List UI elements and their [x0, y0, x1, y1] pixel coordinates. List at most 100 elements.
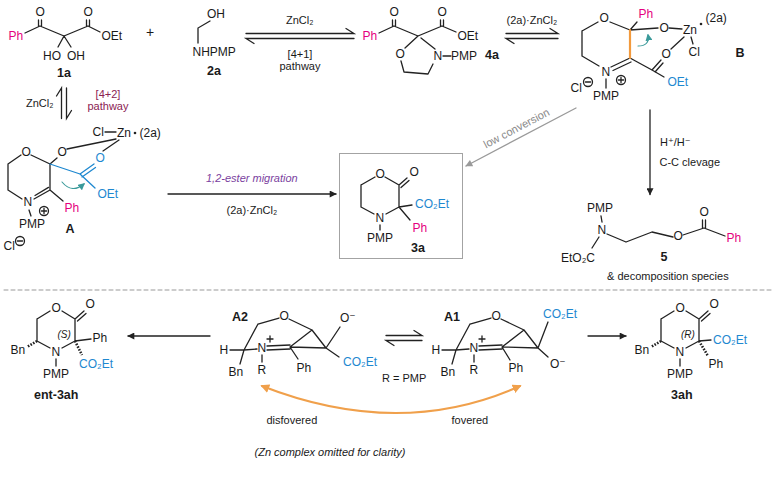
- atom-label: PMP: [587, 202, 613, 215]
- equilibrium-arrow: [57, 88, 72, 119]
- bond-lines: [661, 311, 711, 366]
- atom-label: O: [438, 6, 447, 19]
- compound-structure: PhOOOEtONPMP4a: [358, 3, 502, 69]
- atom-label: Ph: [639, 8, 654, 21]
- atom-label: O: [58, 146, 67, 159]
- atom-label: Bn: [441, 366, 456, 379]
- reverse-harpoon: [506, 39, 558, 44]
- atom-label: N: [598, 224, 607, 237]
- atom-label: OEt: [102, 30, 123, 43]
- compound-number: A1: [444, 311, 460, 325]
- product-box: OOCO₂EtPhNPMP3a: [340, 154, 462, 258]
- atom-label: H: [220, 344, 229, 357]
- annotation: R = PMP: [382, 372, 426, 384]
- annotation: disfovered: [267, 414, 318, 426]
- atom-label: O: [674, 230, 683, 243]
- compound-structure: ClZn(2a)OOOOEtNPhPMPClA: [1, 123, 165, 256]
- atom-label: N: [52, 346, 61, 359]
- atom-label: PMP: [19, 218, 45, 231]
- annotation: C-C clevage: [660, 156, 721, 168]
- compound-structure: HBnNROCO₂EtO⁻PhA1: [426, 304, 584, 382]
- reaction-arrow: [588, 335, 626, 336]
- reaction-condition: ZnCl₂: [286, 14, 314, 26]
- atom-label: O: [710, 298, 719, 311]
- bond-lines: [198, 21, 210, 43]
- atom-label: O: [36, 6, 45, 19]
- atom-label: CO₂Et: [415, 198, 449, 211]
- atom-label: Ph: [93, 332, 108, 345]
- equilibrium-arrow: [506, 29, 558, 44]
- atom-label: PMP: [667, 368, 693, 381]
- compound-number: A2: [232, 311, 248, 325]
- preference-arrow: [262, 386, 520, 413]
- charge-minus: [584, 78, 593, 87]
- atom-label: CO₂Et: [343, 356, 377, 369]
- atom-label: N: [434, 50, 443, 63]
- atom-label: O⁻: [340, 312, 356, 325]
- reverse-harpoon: [386, 341, 422, 346]
- coordination-dot: [134, 132, 137, 135]
- bond-lines: [25, 20, 100, 47]
- atom-label: R: [258, 364, 267, 377]
- reaction-condition: (2a)·ZnCl₂: [507, 14, 558, 26]
- atom-label: O: [676, 302, 685, 315]
- separator-line: [4, 290, 771, 291]
- compound-structure: OHNHPMP2a: [182, 5, 242, 83]
- reaction-arrow: [466, 108, 576, 166]
- forward-harpoon: [67, 88, 72, 119]
- atom-label: Cl: [93, 126, 104, 139]
- electron-arrow: [638, 35, 648, 46]
- atom-label: Ph: [413, 222, 428, 235]
- atom-label: Zn: [117, 127, 131, 140]
- atom-label: EtO₂C: [561, 252, 595, 265]
- atom-label: CO₂Et: [79, 358, 113, 371]
- atom-label: O: [84, 6, 93, 19]
- compound-structure: OOPh(S)BnNCO₂EtPMPent-3ah: [4, 295, 124, 407]
- atom-label: O: [600, 12, 609, 25]
- annotation: (2a)·ZnCl₂: [227, 204, 278, 216]
- atom-label: CO₂Et: [543, 308, 577, 321]
- atom-label: Cl: [571, 82, 582, 95]
- plus-sign: +: [146, 25, 154, 40]
- atom-label: N: [676, 346, 685, 359]
- atom-label: O: [492, 310, 501, 323]
- bond-lines: [361, 177, 412, 230]
- compound-structure: PhOOOEtHOOH1a: [4, 3, 128, 85]
- charge-plus: [617, 76, 626, 85]
- atom-label: Cl: [4, 240, 15, 253]
- bond-lines: [582, 22, 693, 88]
- compound-number: 3ah: [671, 389, 693, 403]
- cleaved-bond: [629, 30, 631, 58]
- reaction-condition: ZnCl₂: [26, 97, 54, 109]
- atom-label: O: [52, 302, 61, 315]
- compound-structure: OPhOZn(2a)ClNClPMPOOEtB: [562, 5, 748, 107]
- atom-label: Zn: [683, 24, 697, 37]
- electron-arrow: [62, 182, 84, 189]
- atom-label: O: [390, 6, 399, 19]
- compound-number: 1a: [57, 67, 71, 81]
- atom-label: H: [432, 344, 441, 357]
- atom-label: PMP: [367, 232, 393, 245]
- atom-label: Cl: [689, 46, 700, 59]
- bond-lines: [442, 318, 548, 364]
- atom-label: Bn: [635, 344, 650, 357]
- atom-label: Ph: [709, 358, 724, 371]
- atom-label: (S): [58, 329, 71, 340]
- atom-label: Ph: [297, 362, 312, 375]
- reaction-condition: low conversion: [481, 106, 551, 151]
- atom-label: N: [258, 342, 267, 355]
- atom-label: (2a): [140, 127, 161, 140]
- reaction-arrow: [168, 193, 336, 194]
- atom-label: OEt: [458, 30, 479, 43]
- annotation: [4+1] pathway: [275, 48, 325, 72]
- atom-label: Ph: [9, 30, 24, 43]
- compound-number: 2a: [207, 65, 221, 79]
- bond-lines: [592, 216, 725, 248]
- atom-label: N: [24, 196, 33, 209]
- atom-label: HO: [43, 50, 61, 63]
- compound-number: 5: [661, 251, 668, 265]
- compound-number: 4a: [485, 49, 499, 63]
- arrow-line: [168, 193, 336, 194]
- atom-label: PMP: [43, 368, 69, 381]
- atom-label: CO₂Et: [713, 334, 747, 347]
